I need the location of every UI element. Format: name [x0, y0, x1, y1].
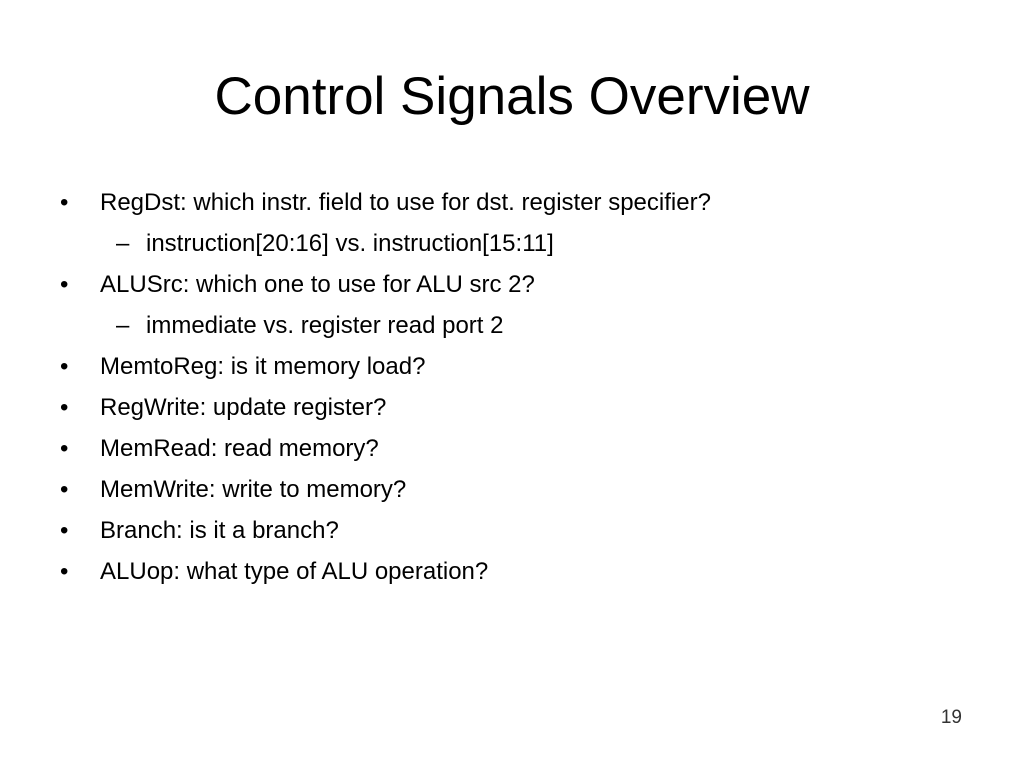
bullet-list: • RegDst: which instr. field to use for …: [0, 182, 1024, 592]
bullet-marker: •: [60, 476, 69, 503]
bullet-text: MemtoReg: is it memory load?: [100, 353, 426, 380]
bullet-marker: •: [60, 558, 69, 585]
bullet-marker: •: [60, 189, 69, 216]
bullet-marker: •: [60, 271, 69, 298]
bullet-item: • RegDst: which instr. field to use for …: [0, 182, 1024, 223]
sub-bullet-item: – immediate vs. register read port 2: [0, 305, 1024, 346]
bullet-item: • MemWrite: write to memory?: [0, 469, 1024, 510]
sub-bullet-text: instruction[20:16] vs. instruction[15:11…: [146, 230, 554, 257]
bullet-item: • Branch: is it a branch?: [0, 510, 1024, 551]
bullet-item: • ALUop: what type of ALU operation?: [0, 551, 1024, 592]
bullet-text: Branch: is it a branch?: [100, 517, 339, 544]
sub-bullet-marker: –: [116, 312, 130, 339]
bullet-item: • MemtoReg: is it memory load?: [0, 346, 1024, 387]
bullet-text: MemRead: read memory?: [100, 435, 379, 462]
bullet-item: • MemRead: read memory?: [0, 428, 1024, 469]
bullet-item: • ALUSrc: which one to use for ALU src 2…: [0, 264, 1024, 305]
slide-title: Control Signals Overview: [214, 67, 810, 126]
page-number: 19: [940, 707, 962, 728]
bullet-marker: •: [60, 353, 69, 380]
bullet-marker: •: [60, 394, 69, 421]
bullet-text: ALUSrc: which one to use for ALU src 2?: [100, 271, 535, 298]
bullet-item: • RegWrite: update register?: [0, 387, 1024, 428]
sub-bullet-text: immediate vs. register read port 2: [146, 312, 504, 339]
bullet-text: RegWrite: update register?: [100, 394, 387, 421]
bullet-marker: •: [60, 517, 69, 544]
bullet-text: MemWrite: write to memory?: [100, 476, 407, 503]
bullet-text: RegDst: which instr. field to use for ds…: [100, 189, 711, 216]
bullet-text: ALUop: what type of ALU operation?: [100, 558, 489, 585]
bullet-marker: •: [60, 435, 69, 462]
sub-bullet-marker: –: [116, 230, 130, 257]
sub-bullet-item: – instruction[20:16] vs. instruction[15:…: [0, 223, 1024, 264]
